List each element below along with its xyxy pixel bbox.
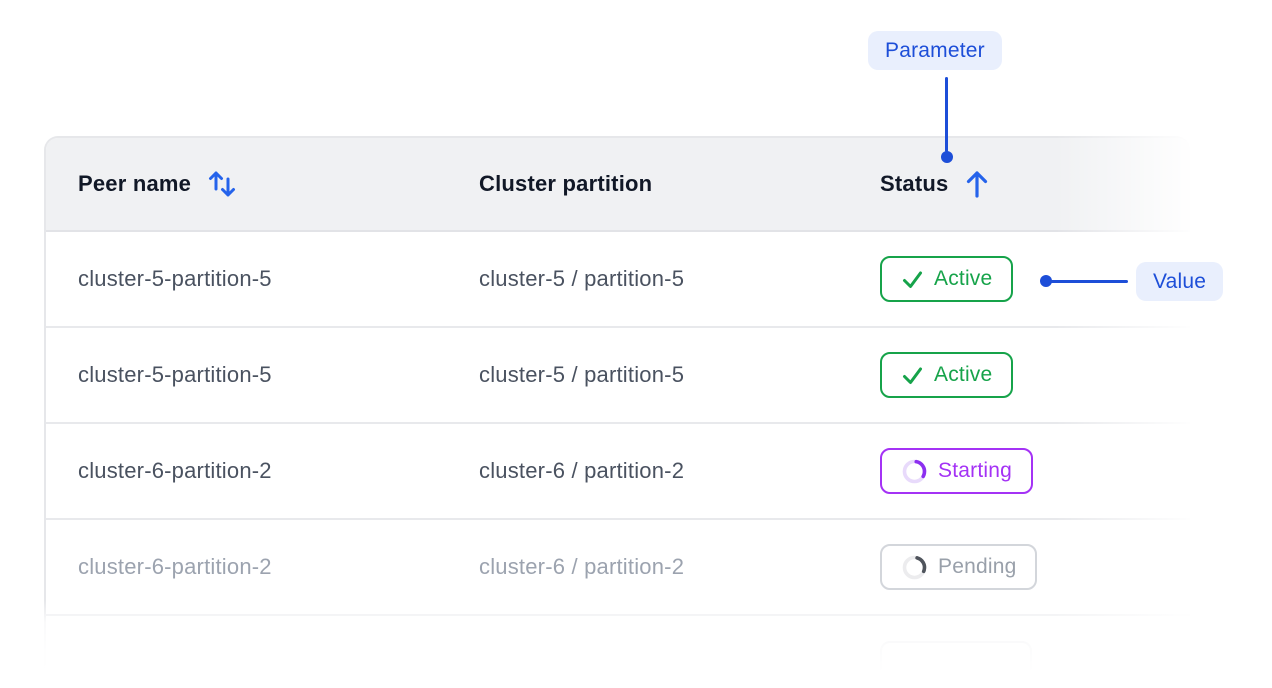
sort-both-icon[interactable] (207, 168, 237, 200)
cluster-partition-header-label: Cluster partition (479, 171, 653, 196)
check-icon (901, 268, 924, 291)
peer-name-cell: cluster-5-partition-5 (78, 266, 272, 291)
value-callout-text: Value (1153, 269, 1207, 293)
value-callout-label: Value (1136, 262, 1224, 301)
spinner-icon (901, 554, 928, 581)
status-badge-label: Starting (938, 459, 1012, 482)
parameter-connector-dot (941, 151, 953, 163)
parameter-callout-text: Parameter (885, 38, 985, 62)
status-badge-label: Active (934, 363, 993, 386)
table-row: cluster-5-partition-5 cluster-5 / partit… (46, 328, 1190, 424)
column-header-peer-name[interactable]: Peer name (78, 168, 479, 200)
cluster-partition-cell: cluster-6 / partition-2 (479, 554, 685, 579)
table-row: cluster-5-partition-5 cluster-5 / partit… (46, 232, 1190, 328)
sort-ascending-icon[interactable] (964, 169, 990, 199)
status-badge-starting: Starting (880, 448, 1033, 494)
peer-name-cell: cluster-6-partition-2 (78, 554, 272, 579)
status-badge-pending: Pending (880, 544, 1038, 590)
status-badge-label: Active (934, 267, 993, 290)
table-row-partial (46, 616, 1190, 688)
status-badge-active: Active (880, 256, 1014, 302)
status-badge-active: Active (880, 352, 1014, 398)
parameter-connector-line (945, 77, 948, 152)
status-badge-partial (880, 641, 1032, 687)
peer-name-cell: cluster-6-partition-2 (78, 458, 272, 483)
peer-name-cell: cluster-5-partition-5 (78, 362, 272, 387)
check-icon (901, 364, 924, 387)
cluster-partition-cell: cluster-5 / partition-5 (479, 266, 685, 291)
peer-name-header-label: Peer name (78, 171, 192, 196)
value-connector-line (1050, 280, 1128, 283)
table-row: cluster-6-partition-2 cluster-6 / partit… (46, 520, 1190, 616)
column-header-status[interactable]: Status (880, 169, 1190, 199)
table-header-row: Peer name Cluster partition Status (46, 138, 1190, 232)
column-header-cluster-partition: Cluster partition (479, 171, 880, 197)
cluster-partition-cell: cluster-6 / partition-2 (479, 458, 685, 483)
status-badge-label: Pending (938, 555, 1017, 578)
table-row: cluster-6-partition-2 cluster-6 / partit… (46, 424, 1190, 520)
value-connector-dot (1040, 275, 1052, 287)
peers-table: Peer name Cluster partition Status (44, 136, 1190, 688)
parameter-callout-label: Parameter (868, 31, 1002, 70)
spinner-icon (901, 458, 928, 485)
status-header-label: Status (880, 171, 949, 196)
cluster-partition-cell: cluster-5 / partition-5 (479, 362, 685, 387)
